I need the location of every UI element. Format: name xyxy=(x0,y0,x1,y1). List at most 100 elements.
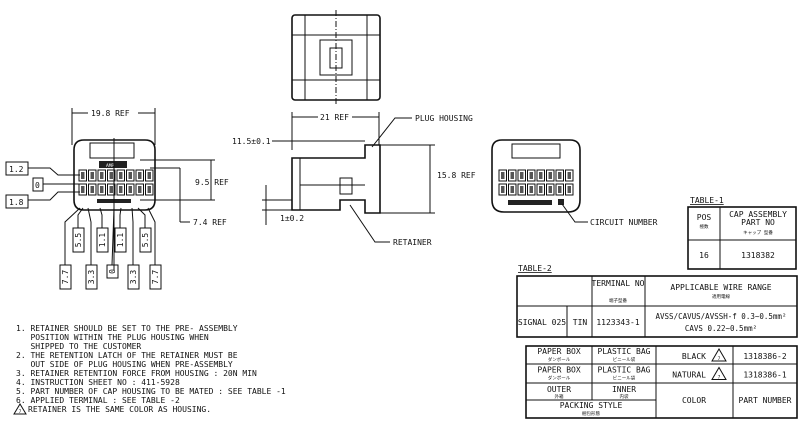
plug-housing-callout: PLUG HOUSING xyxy=(415,114,473,123)
terminal-cavity xyxy=(517,183,526,196)
outer-packing-jp: ダンボール xyxy=(548,375,571,382)
revision-flag-number: 7 xyxy=(718,356,721,362)
front-view: 19.8 REF AMP 9.5 REF 7.4 REF 1.2 0 1.8 5… xyxy=(5,108,229,290)
width-ref-dimension: 19.8 REF xyxy=(91,109,130,118)
note-line: RETAINER IS THE SAME COLOR AS HOUSING. xyxy=(28,405,211,414)
note-line: 5. PART NUMBER OF CAP HOUSING TO BE MATE… xyxy=(16,387,286,396)
outer-packing-jp: ダンボール xyxy=(548,356,571,363)
terminal-cavity xyxy=(88,183,97,196)
terminal-cavity-fill xyxy=(558,172,562,179)
column-label: 3.3 xyxy=(87,270,96,285)
terminal-cavity xyxy=(97,169,106,182)
side-offset-dimension: 11.5±0.1 xyxy=(232,137,271,146)
table-2: TABLE-2 TERMINAL NO 端子型番 APPLICABLE WIRE… xyxy=(516,264,798,338)
terminal-cavity-fill xyxy=(109,172,113,179)
terminal-cavity-fill xyxy=(119,186,123,193)
terminal-cavity xyxy=(88,169,97,182)
column-label: 1.1 xyxy=(116,233,125,248)
cap-assembly-header-jp: キャップ 型番 xyxy=(743,229,773,236)
signal-cell: SIGNAL 025 xyxy=(518,318,566,327)
terminal-cavity-fill xyxy=(529,172,533,179)
terminal-cavity-fill xyxy=(147,172,151,179)
column-label: 7.7 xyxy=(151,270,160,285)
terminal-cavity xyxy=(498,183,507,196)
rear-view: CIRCUIT NUMBER xyxy=(491,139,658,227)
terminal-cavity xyxy=(135,169,144,182)
terminal-cavity-fill xyxy=(548,186,552,193)
terminal-no-header: TERMINAL NO xyxy=(592,279,645,288)
terminal-cavity xyxy=(565,169,574,182)
terminal-cavity-fill xyxy=(109,186,113,193)
terminal-cavity-fill xyxy=(138,172,142,179)
revision-flag-icon xyxy=(711,366,727,380)
side-width-dimension: 21 REF xyxy=(320,113,349,122)
terminal-cavity-fill xyxy=(100,186,104,193)
terminal-cavity xyxy=(565,183,574,196)
terminal-cavity xyxy=(135,183,144,196)
terminal-cavity xyxy=(527,183,536,196)
pos-header-jp: 極数 xyxy=(700,223,709,230)
terminal-cavity-fill xyxy=(501,186,505,193)
outer-label-jp: 外箱 xyxy=(555,393,564,400)
outer-label: OUTER xyxy=(547,385,571,394)
terminal-cavity-fill xyxy=(567,172,571,179)
terminal-cavity-fill xyxy=(539,186,543,193)
packing-style-label-jp: 梱包形態 xyxy=(582,410,600,417)
note-line: 3. RETAINER RETENTION FORCE FROM HOUSING… xyxy=(16,369,257,378)
terminal-cavity xyxy=(126,169,135,182)
terminal-cavity-fill xyxy=(510,172,514,179)
amp-logo: AMP xyxy=(106,163,114,169)
column-label: 0 xyxy=(108,269,117,274)
outer-packing: PAPER BOX xyxy=(537,347,581,356)
terminal-cavity xyxy=(508,183,517,196)
terminal-cavity xyxy=(107,183,116,196)
terminal-cavity-fill xyxy=(529,186,533,193)
note-line: 2. THE RETENTION LATCH OF THE RETAINER M… xyxy=(16,351,238,360)
terminal-cavity xyxy=(536,183,545,196)
inner-label: INNER xyxy=(612,385,636,394)
color-value: BLACK xyxy=(682,352,706,361)
part-number-value: 1318386-2 xyxy=(743,352,787,361)
inner-packing-jp: ビニール袋 xyxy=(613,375,636,382)
terminal-number-cell: 1123343-1 xyxy=(596,318,640,327)
terminal-cavity-fill xyxy=(147,186,151,193)
terminal-cavity xyxy=(555,169,564,182)
note-line: 1. RETAINER SHOULD BE SET TO THE PRE- AS… xyxy=(16,324,238,333)
inner-packing: PLASTIC BAG xyxy=(598,347,651,356)
column-label: 7.7 xyxy=(61,270,70,285)
wire-range-header: APPLICABLE WIRE RANGE xyxy=(670,283,771,292)
column-label: 3.3 xyxy=(129,270,138,285)
retainer-callout: RETAINER xyxy=(393,238,432,247)
terminal-cavity-fill xyxy=(90,186,94,193)
terminal-cavity xyxy=(498,169,507,182)
terminal-cavity-fill xyxy=(81,172,85,179)
terminal-cavity-fill xyxy=(567,186,571,193)
terminal-cavity-fill xyxy=(510,186,514,193)
part-number-label: PART NUMBER xyxy=(739,396,792,405)
inner-label-jp: 内袋 xyxy=(620,393,629,400)
terminal-cavity-fill xyxy=(81,186,85,193)
pos-header: POS xyxy=(697,213,712,222)
terminal-cavity-fill xyxy=(90,172,94,179)
terminal-cavity-fill xyxy=(539,172,543,179)
color-value: NATURAL xyxy=(672,371,706,380)
terminal-cavity-fill xyxy=(138,186,142,193)
terminal-cavity xyxy=(145,169,154,182)
terminal-cavity xyxy=(555,183,564,196)
side-gap-dimension: 1±0.2 xyxy=(280,214,304,223)
column-label: 1.1 xyxy=(98,233,107,248)
side-view: 21 REF 11.5±0.1 15.8 REF 1±0.2 PLUG HOUS… xyxy=(232,112,476,247)
terminal-cavity xyxy=(527,169,536,182)
terminal-cavity-fill xyxy=(501,172,505,179)
terminal-cavity xyxy=(107,169,116,182)
revision-flag-number: 7 xyxy=(718,375,721,381)
terminal-cavity xyxy=(508,169,517,182)
terminal-cavity-fill xyxy=(128,172,132,179)
note-line: 4. INSTRUCTION SHEET NO : 411-5928 xyxy=(16,378,180,387)
inner-packing-jp: ビニール袋 xyxy=(613,356,636,363)
circuit-number-callout: CIRCUIT NUMBER xyxy=(590,218,658,227)
terminal-cavity-fill xyxy=(558,186,562,193)
wire-range-header-jp: 適用電線 xyxy=(712,293,730,300)
